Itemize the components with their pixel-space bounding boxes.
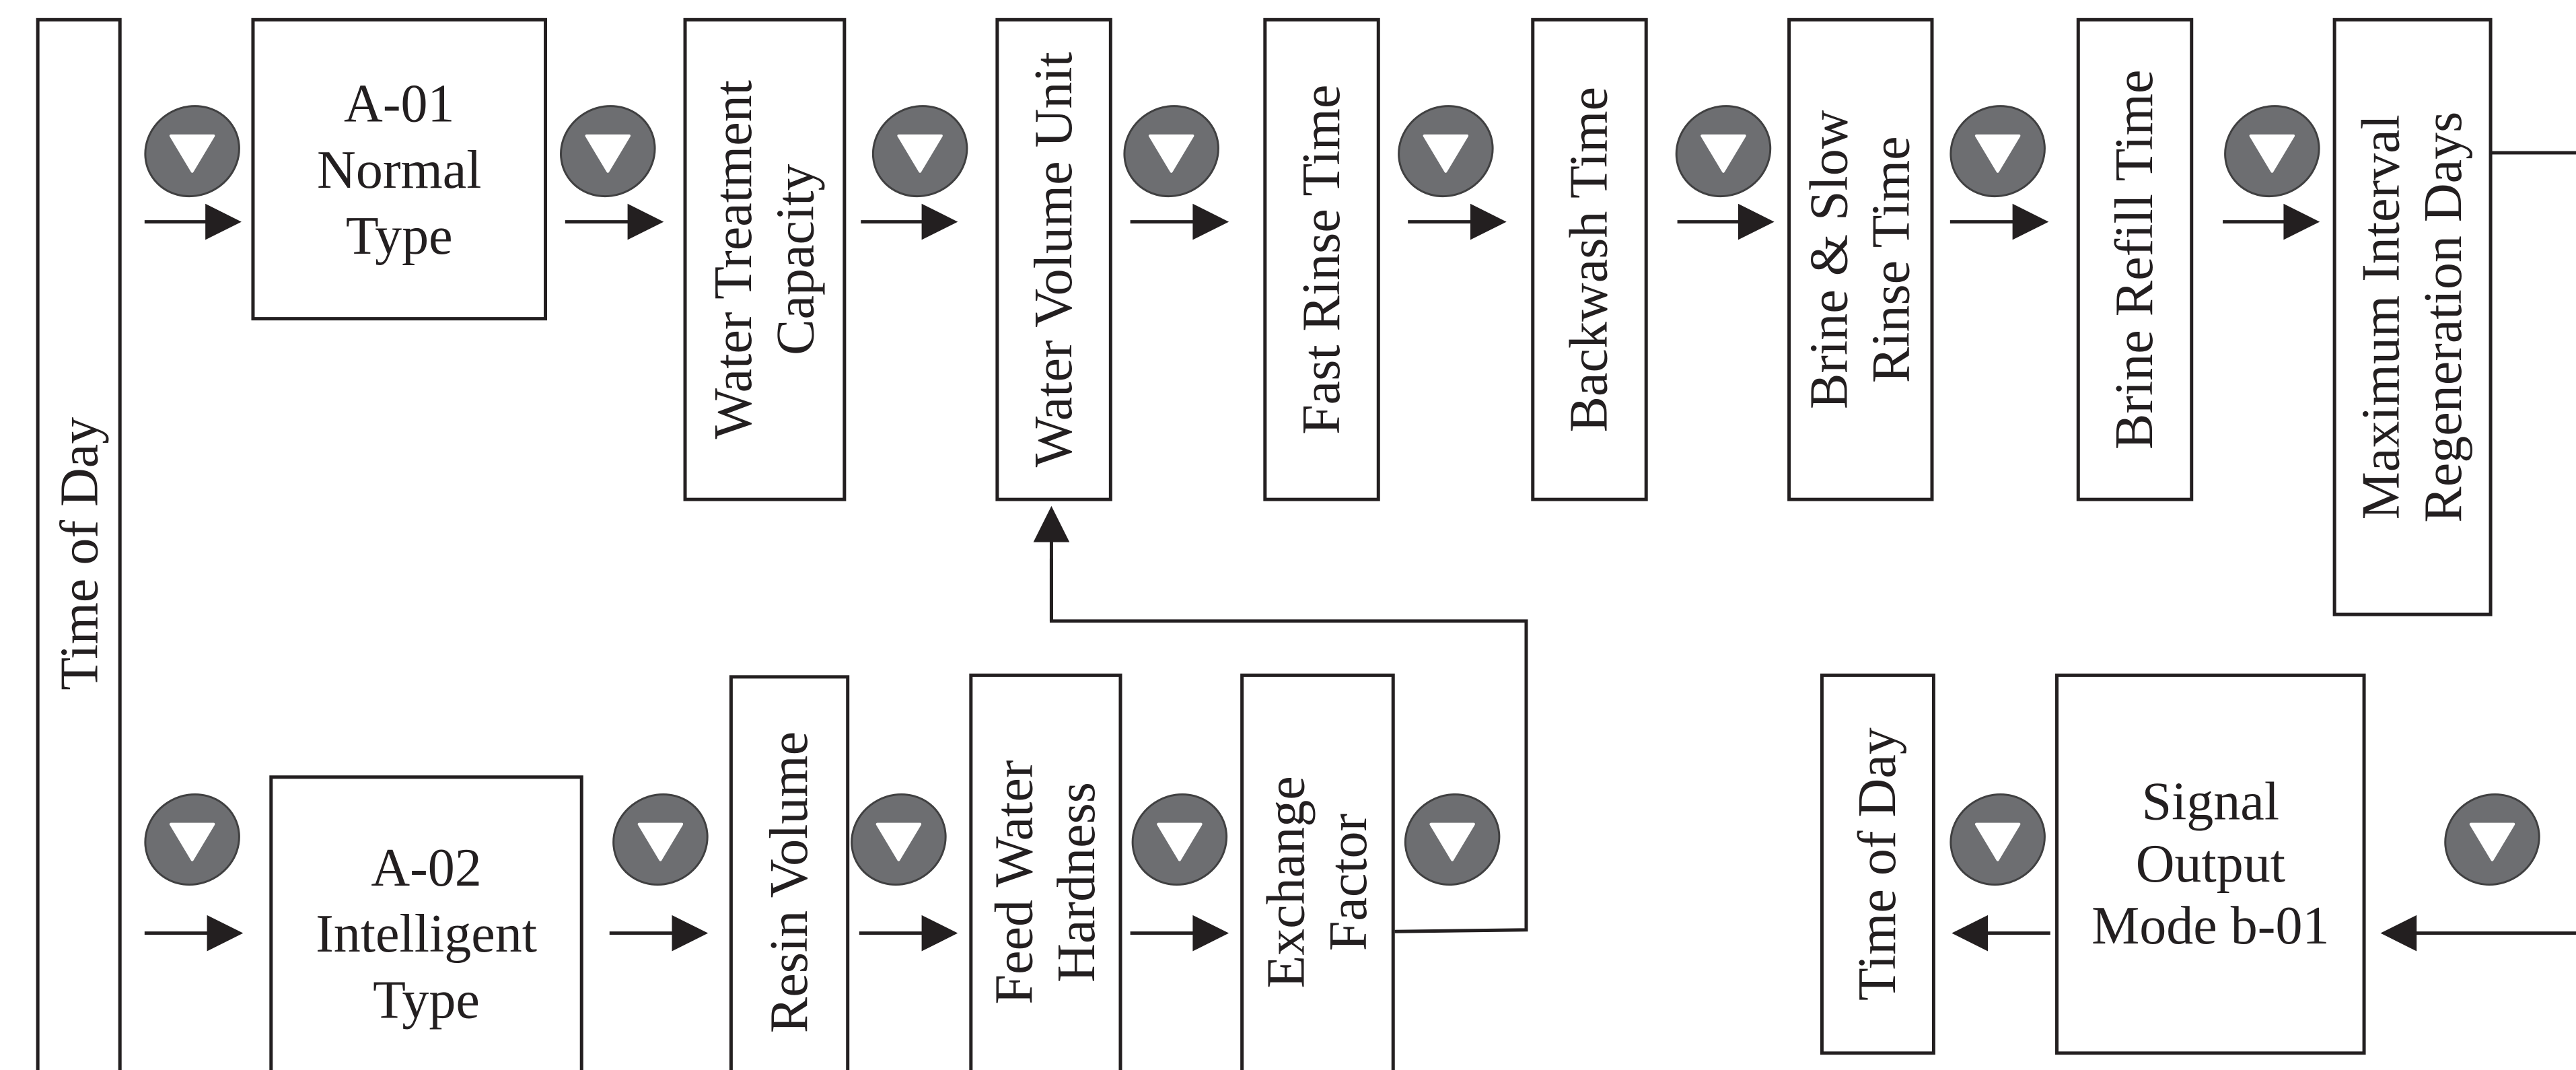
flow-arrow — [1949, 203, 2049, 240]
connector-lines — [144, 151, 2576, 952]
down-triangle-button-icon[interactable] — [129, 90, 255, 213]
flow-arrow — [1952, 915, 2050, 952]
down-triangle-button-icon[interactable] — [836, 778, 962, 901]
flow-arrow — [1677, 203, 1775, 240]
box-time-of-day-end: Time of Day — [1820, 673, 1935, 1055]
box-label-line: Time of Day — [1848, 727, 1907, 1001]
box-label-line: A-02 — [371, 839, 481, 898]
connector-line — [1049, 559, 1528, 933]
flow-arrow — [2380, 915, 2576, 952]
box-label-line: Regeneration Days — [2414, 112, 2473, 523]
box-resin-volume: Resin Volume — [729, 675, 850, 1070]
box-label-line: Brine Refill Time — [2105, 69, 2164, 450]
box-label-line: Capacity — [766, 164, 825, 355]
box-label-line: Intelligent — [316, 904, 537, 964]
box-label-line: Type — [373, 970, 480, 1030]
box-brine-refill-time: Brine Refill Time — [2076, 17, 2194, 501]
box-label-line: Feed Water — [985, 760, 1044, 1004]
down-triangle-button-icon[interactable] — [2429, 778, 2555, 901]
down-triangle-button-icon[interactable] — [545, 90, 671, 213]
down-triangle-button-icon[interactable] — [598, 778, 723, 901]
box-label-line: Normal — [317, 141, 481, 200]
flow-arrow — [565, 203, 664, 240]
box-label-line: Hardness — [1047, 782, 1106, 983]
flow-arrow — [1130, 203, 1229, 240]
down-triangle-button-icon[interactable] — [129, 778, 255, 901]
box-label-line: Rinse Time — [1862, 136, 1921, 383]
flow-arrow — [144, 915, 244, 952]
box-label-line: Water Treatment — [704, 80, 763, 439]
box-label-line: Water Volume Unit — [1024, 52, 1083, 467]
box-label-line: Type — [346, 207, 453, 266]
box-backwash-time: Backwash Time — [1531, 17, 1648, 501]
box-label-line: A-01 — [344, 75, 454, 134]
flow-arrow — [144, 203, 242, 240]
box-label-line: Brine & Slow — [1799, 110, 1859, 409]
down-triangle-button-icon[interactable] — [1116, 778, 1242, 901]
box-label-line: Signal — [2142, 773, 2279, 832]
down-triangle-button-icon[interactable] — [1660, 90, 1786, 213]
down-buttons — [129, 90, 2555, 901]
box-time-of-day: Time of Day — [36, 17, 122, 1070]
flow-arrow — [1130, 915, 1229, 952]
flow-arrow — [861, 203, 958, 240]
down-triangle-button-icon[interactable] — [1108, 90, 1234, 213]
box-label-line: Resin Volume — [760, 732, 819, 1033]
down-triangle-button-icon[interactable] — [1383, 90, 1509, 213]
box-label-line: Factor — [1319, 814, 1378, 951]
box-label-line: Exchange — [1257, 776, 1316, 988]
down-triangle-button-icon[interactable] — [1935, 778, 2061, 901]
flow-arrow — [1408, 203, 1507, 240]
flow-arrow — [609, 915, 709, 952]
box-label-line: Backwash Time — [1560, 87, 1619, 432]
down-triangle-button-icon[interactable] — [1935, 90, 2061, 213]
box-label-line: Output — [2136, 834, 2285, 894]
box-label-line: Mode b-01 — [2091, 896, 2329, 956]
box-fast-rinse-time: Fast Rinse Time — [1263, 17, 1380, 501]
down-triangle-button-icon[interactable] — [857, 90, 983, 213]
box-water-volume-unit: Water Volume Unit — [995, 17, 1112, 501]
flow-arrow — [2223, 203, 2320, 240]
flow-arrow — [859, 915, 958, 952]
down-triangle-button-icon[interactable] — [1390, 778, 1515, 901]
box-label-line: Fast Rinse Time — [1292, 85, 1351, 435]
box-label-line: Time of Day — [50, 417, 110, 690]
box-label-line: Maximum Interval — [2352, 114, 2411, 520]
down-triangle-button-icon[interactable] — [2209, 90, 2335, 213]
